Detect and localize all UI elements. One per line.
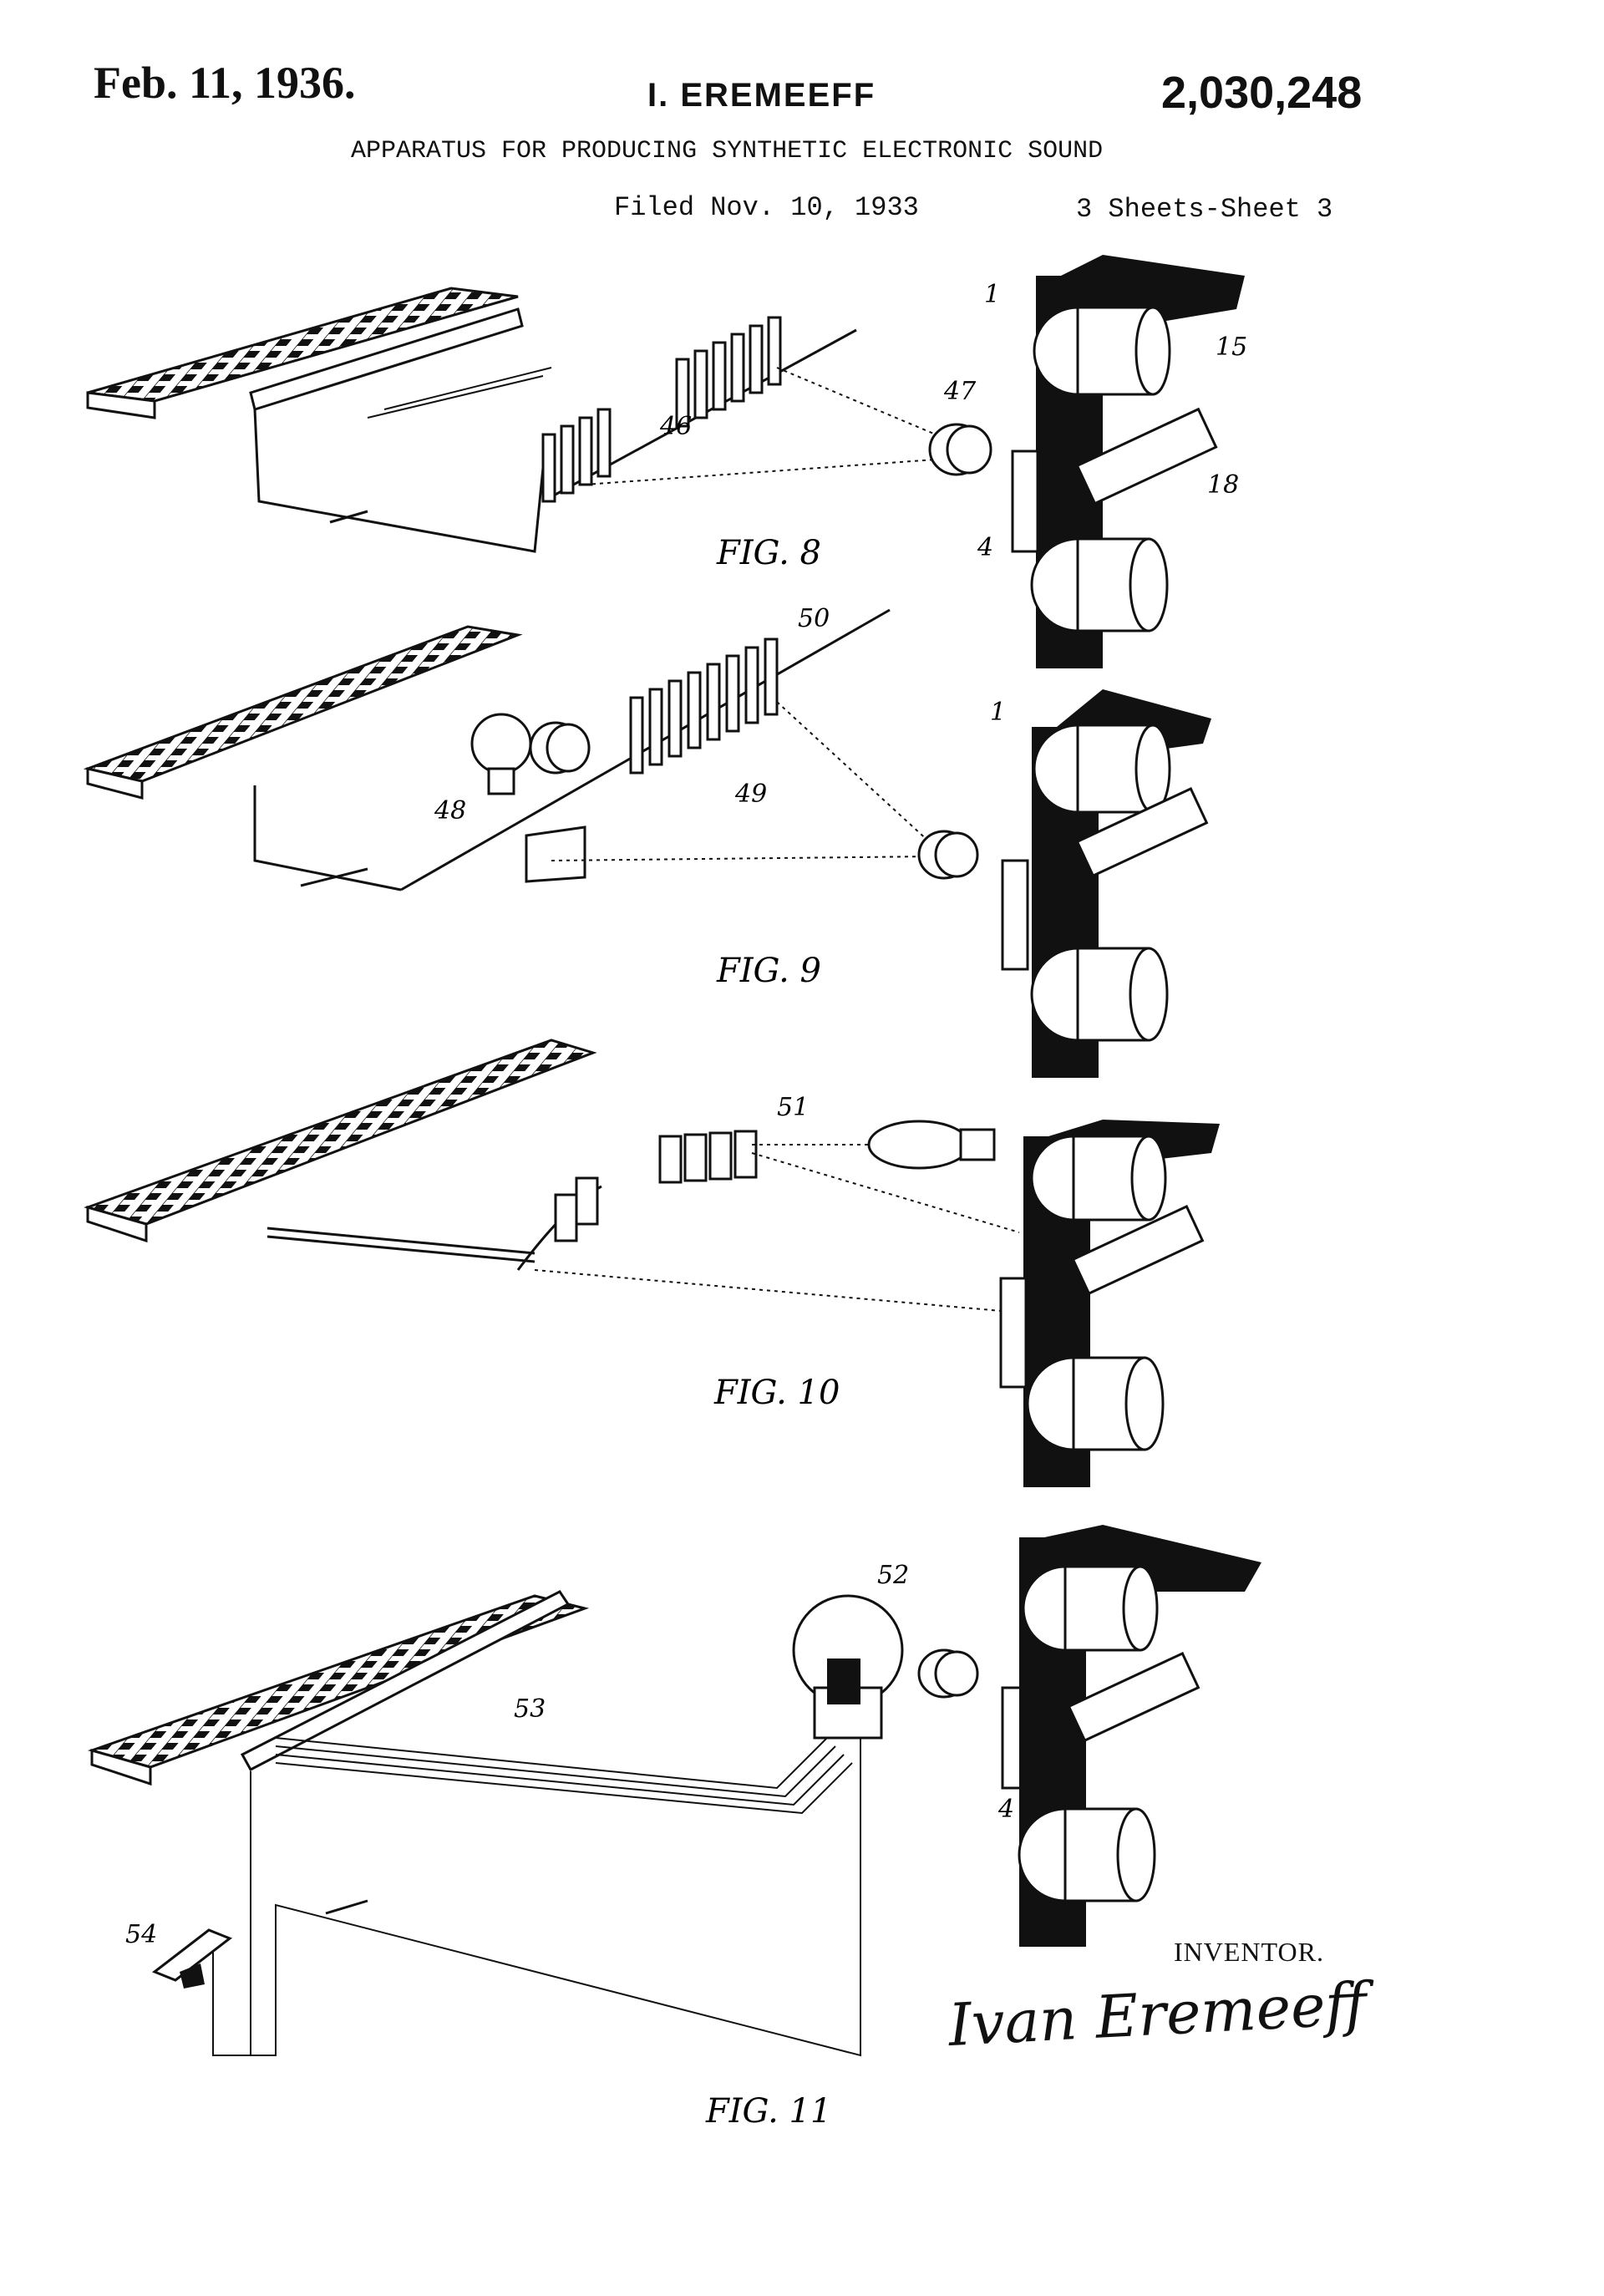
ref-49: 49	[734, 780, 767, 809]
patent-number: 2,030,248	[1161, 68, 1363, 118]
fig10-drawing	[84, 1039, 1020, 1313]
filing-date: Filed Nov. 10, 1933	[614, 192, 919, 223]
photocell-unit-2	[1001, 689, 1211, 1078]
ref-46: 46	[659, 412, 692, 441]
fig11-label: FIG. 11	[705, 2092, 831, 2131]
ref-18: 18	[1207, 470, 1239, 500]
patent-date: Feb. 11, 1936.	[94, 58, 356, 108]
ref-53: 53	[514, 1694, 546, 1724]
ref-48: 48	[434, 796, 466, 825]
ref-15: 15	[1216, 333, 1247, 362]
inventor-label: INVENTOR.	[1174, 1937, 1324, 1967]
photocell-unit-1	[1011, 255, 1245, 668]
fig9-drawing	[83, 608, 979, 891]
ref-4-fig8: 4	[977, 533, 993, 562]
fig9-label: FIG. 9	[716, 952, 821, 990]
ref-47: 47	[943, 377, 977, 406]
inventor-name: I. EREMEEFF	[647, 77, 876, 114]
sheet-count: 3 Sheets-Sheet 3	[1076, 194, 1333, 225]
ref-52: 52	[877, 1561, 909, 1590]
photocell-unit-4	[1018, 1525, 1261, 1947]
fig8-label: FIG. 8	[716, 534, 821, 572]
ref-50: 50	[798, 604, 830, 633]
ref-54: 54	[125, 1920, 157, 1949]
patent-title: APPARATUS FOR PRODUCING SYNTHETIC ELECTR…	[351, 137, 1104, 165]
fig11-drawing	[88, 1590, 1028, 2057]
ref-1-fig9: 1	[990, 698, 1006, 727]
photocell-unit-3	[999, 1120, 1220, 1487]
fig10-label: FIG. 10	[713, 1374, 840, 1412]
ref-1-fig8: 1	[984, 280, 1000, 309]
fig8-drawing	[86, 287, 992, 553]
ref-51: 51	[777, 1093, 809, 1122]
ref-4-fig11: 4	[997, 1795, 1014, 1824]
